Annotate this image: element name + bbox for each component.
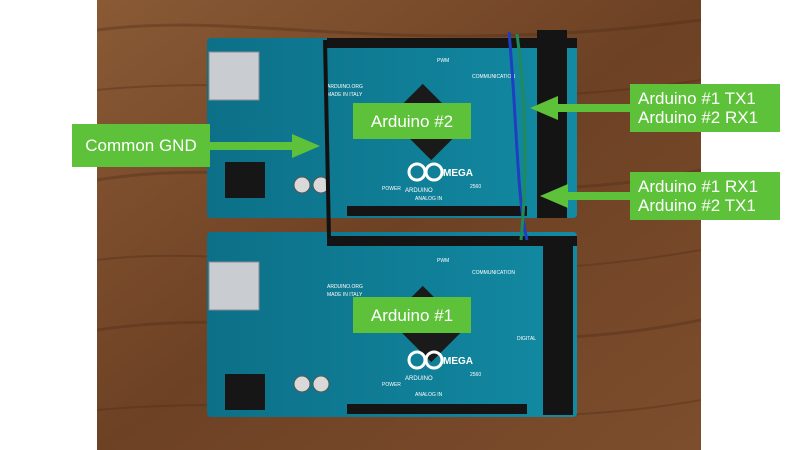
header-top (327, 38, 577, 48)
mega-print-top: MEGA (443, 168, 473, 179)
header-right (543, 240, 573, 415)
arrow-tx1-rx1 (530, 96, 630, 120)
wire-black-gnd (323, 39, 331, 239)
header-top (327, 236, 577, 246)
arrow-gnd (210, 134, 320, 158)
arrow-rx1-tx1 (540, 184, 630, 208)
header-bottom (347, 404, 527, 414)
wire-green (515, 33, 527, 241)
power-print-top: POWER (382, 186, 401, 192)
power-jack (225, 374, 265, 410)
number-print-bottom: 2560 (470, 372, 481, 378)
label-common-gnd: Common GND (72, 124, 210, 167)
number-print-top: 2560 (470, 184, 481, 190)
arduino-logo (407, 350, 444, 370)
label-rx1-tx1: Arduino #1 RX1 Arduino #2 TX1 (630, 172, 780, 220)
usb-connector (208, 51, 260, 101)
label-arduino-1: Arduino #1 (353, 297, 471, 333)
usb-connector (208, 261, 260, 311)
power-print-bottom: POWER (382, 382, 401, 388)
digital-print-bottom: DIGITAL (517, 336, 536, 342)
comm-print-bottom: COMMUNICATION (472, 270, 515, 276)
pwm-print-top: PWM (437, 58, 449, 64)
label-arduino-2: Arduino #2 (353, 103, 471, 139)
comm-print-top: COMMUNICATION (472, 74, 515, 80)
made-in-print-top: MADE IN ITALY (327, 92, 363, 98)
power-jack (225, 162, 265, 198)
header-bottom (347, 206, 527, 216)
made-in-print-bottom: MADE IN ITALY (327, 292, 363, 298)
photo: MEGA ARDUINO 2560 COMMUNICATION PWM POWE… (97, 0, 701, 450)
label-tx1-rx1: Arduino #1 TX1 Arduino #2 RX1 (630, 84, 780, 132)
mega-print-bottom: MEGA (443, 356, 473, 367)
brand-print-top: ARDUINO (405, 188, 433, 194)
analog-print-bottom: ANALOG IN (415, 392, 443, 398)
analog-print-top: ANALOG IN (415, 196, 443, 202)
arduino-logo (407, 162, 444, 182)
brand-print-bottom: ARDUINO (405, 376, 433, 382)
site-print-bottom: ARDUINO.ORG (327, 284, 363, 290)
site-print-top: ARDUINO.ORG (327, 84, 363, 90)
pwm-print-bottom: PWM (437, 258, 449, 264)
